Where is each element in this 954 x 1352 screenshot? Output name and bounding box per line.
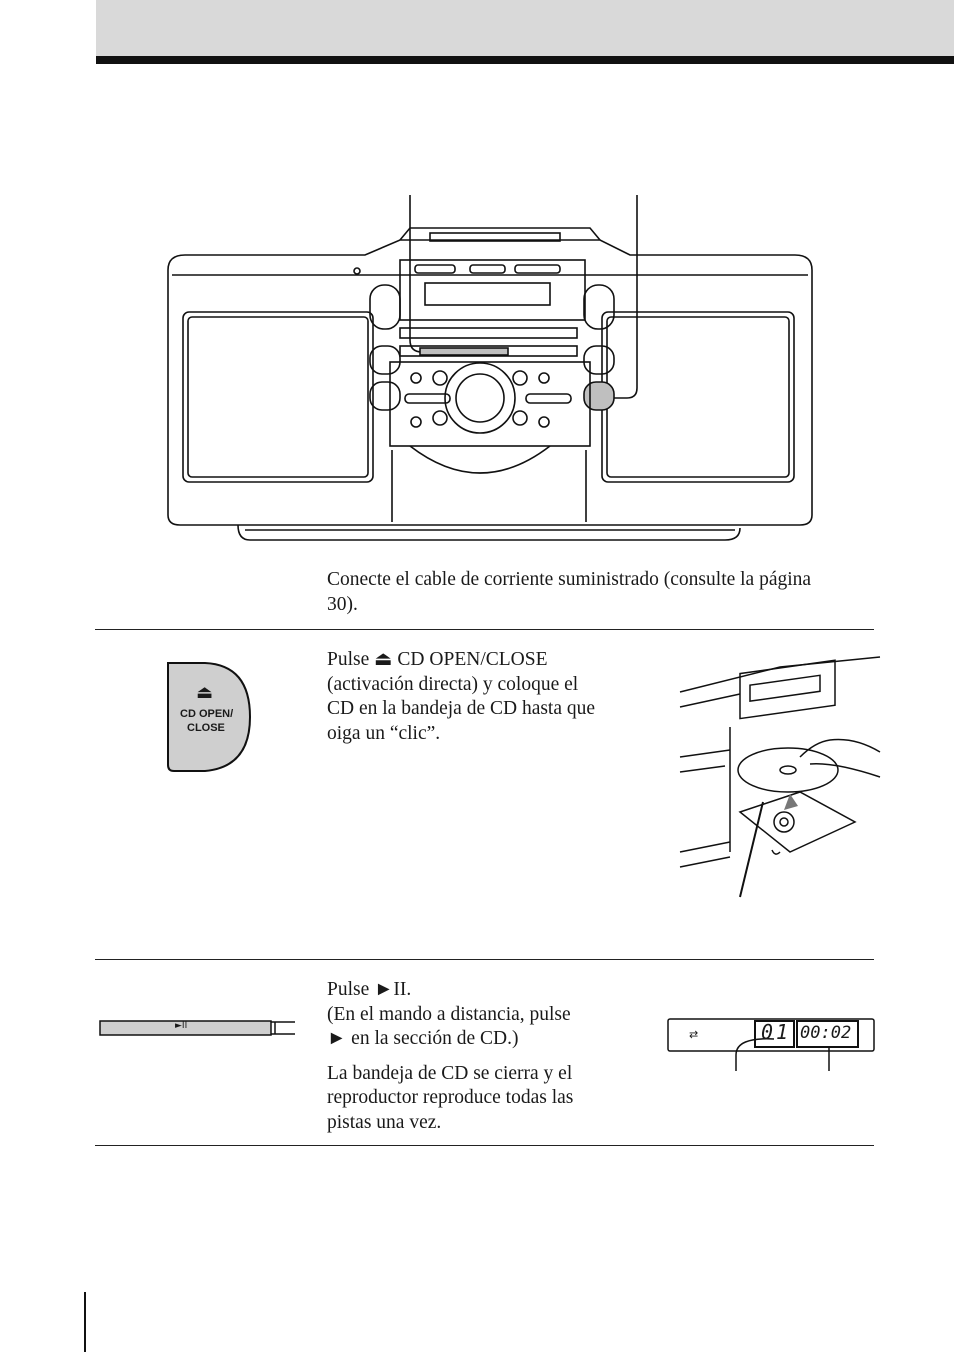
divider-2 xyxy=(95,959,874,960)
step3-line-3: ► en la sección de CD.) xyxy=(327,1028,519,1049)
cd-display xyxy=(667,1018,875,1071)
elapsed-time: 00:02 xyxy=(800,1023,852,1043)
track-number: 01 xyxy=(761,1020,792,1044)
step2-line-1: Pulse ⏏ CD OPEN/CLOSE xyxy=(327,649,548,670)
step3-para2-line-2: reproductor reproduce todas las xyxy=(327,1087,574,1108)
eject-icon: ⏏ xyxy=(196,682,214,703)
step3-line-1: Pulse ►II. xyxy=(327,979,412,1000)
cd-open-close-label-2: CLOSE xyxy=(187,722,225,734)
step2-line-4: oiga un “clic”. xyxy=(327,722,441,744)
step3-text: Pulse ►II. (En el mando a distancia, pul… xyxy=(327,978,647,1135)
boombox-illustration xyxy=(167,195,813,541)
step1-text: Conecte el cable de corriente suministra… xyxy=(327,569,812,615)
step2-line-3: CD en la bandeja de CD hasta que xyxy=(327,698,596,719)
play-pause-icon: ►II xyxy=(175,1021,188,1031)
cd-open-close-button xyxy=(167,662,252,772)
cd-insert-illustration xyxy=(679,656,881,898)
header-rule xyxy=(96,56,954,64)
divider-3 xyxy=(95,1145,874,1146)
step2-line-2: (activación directa) y coloque el xyxy=(327,673,579,695)
cd-open-close-label-1: CD OPEN/ xyxy=(180,708,234,720)
step3-para2-line-3: pistas una vez. xyxy=(327,1111,442,1133)
step2-text: Pulse ⏏ CD OPEN/CLOSE (activación direct… xyxy=(327,648,657,746)
page-margin-line xyxy=(84,1292,86,1352)
step3-line-2: (En el mando a distancia, pulse xyxy=(327,1003,571,1025)
step3-para2-line-1: La bandeja de CD se cierra y el xyxy=(327,1062,573,1084)
header-band xyxy=(96,0,954,56)
repeat-icon: ⇄ xyxy=(689,1028,699,1041)
divider-1 xyxy=(95,629,874,630)
play-pause-button xyxy=(99,1020,295,1036)
